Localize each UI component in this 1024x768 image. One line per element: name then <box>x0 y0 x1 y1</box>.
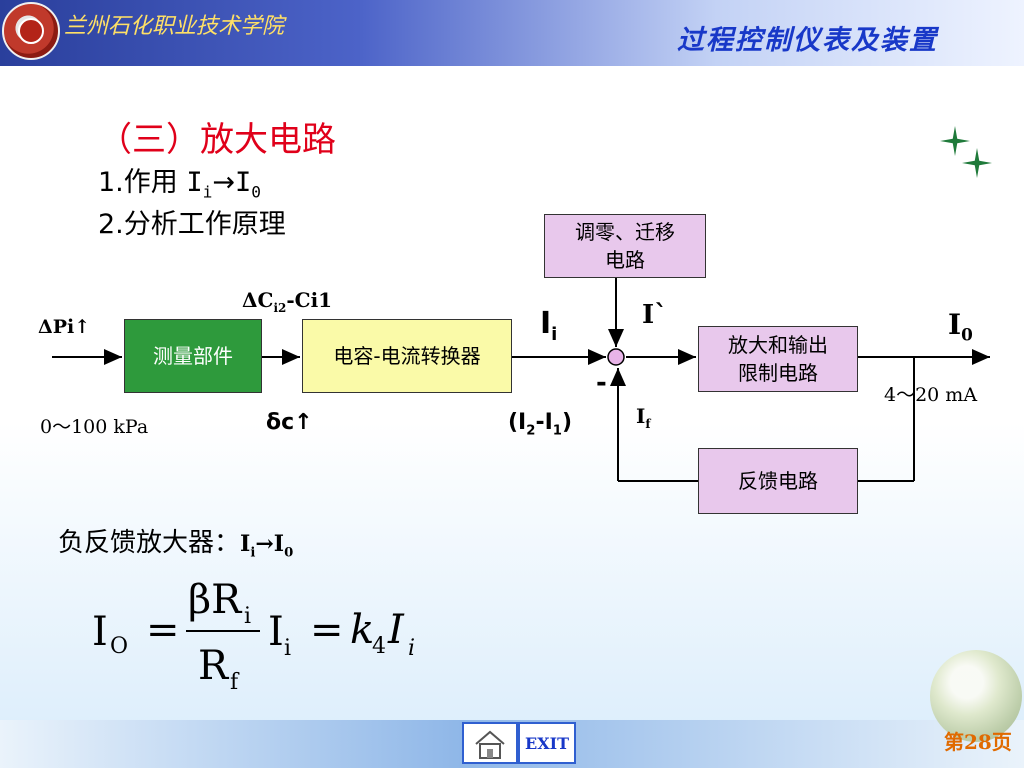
formula-den-sub: f <box>230 670 240 695</box>
gain-formula: I O = βR i R f I i = k 4 I i <box>92 577 415 695</box>
formula-mid: I <box>268 609 284 655</box>
ii-label: Ii <box>540 306 557 345</box>
sparkle-icon <box>940 126 992 178</box>
formula-lhs: I <box>92 609 108 655</box>
header-bar <box>0 0 1024 66</box>
dc-sub: i2 <box>273 301 287 315</box>
formula-num-sub: i <box>244 604 251 629</box>
arrow-icon: → <box>212 167 235 198</box>
page-indicator: 第28页 <box>944 726 1012 755</box>
summing-junction <box>607 348 625 366</box>
page-pre: 第 <box>944 730 964 754</box>
feedback-box: 反馈电路 <box>698 448 858 514</box>
formula-num: βR <box>188 577 243 623</box>
measure-label: 测量部件 <box>153 344 233 368</box>
section-title: （三）放大电路 <box>98 120 336 160</box>
neg-b-sub: 0 <box>284 545 294 561</box>
current-i0: I0 <box>234 167 261 202</box>
ii-letter: I <box>186 167 203 198</box>
home-button[interactable] <box>462 722 518 764</box>
i-prime-label: I` <box>642 300 668 330</box>
i0-diag-sub: 0 <box>961 324 973 345</box>
ii-diag-letter: I <box>540 306 552 341</box>
analysis-line: 2.分析工作原理 <box>98 209 286 240</box>
if-letter: I <box>636 404 646 428</box>
formula-den: R <box>198 643 230 689</box>
amplifier-box: 放大和输出限制电路 <box>698 326 858 392</box>
globe-icon <box>930 650 1022 742</box>
function-label: 1.作用 <box>98 167 187 198</box>
i0-label: I0 <box>948 308 973 345</box>
i2i1-sub1: 1 <box>552 423 562 439</box>
dc-post: -Ci1 <box>286 288 333 312</box>
home-icon <box>475 730 505 759</box>
minus-sign: - <box>596 368 607 398</box>
measure-box: 测量部件 <box>124 319 262 393</box>
formula-eq2: = <box>310 607 344 653</box>
school-logo <box>2 2 60 60</box>
i2i1-sub2: 2 <box>526 423 536 439</box>
negative-feedback-line: 负反馈放大器：Ii→I0 <box>58 522 293 560</box>
formula-eq: = <box>146 607 180 653</box>
amplifier-label-1: 放大和输出 <box>728 333 828 357</box>
neg-a-sub: i <box>250 545 256 561</box>
zero-adjust-label-1: 调零、迁移 <box>575 220 675 244</box>
course-title: 过程控制仪表及装置 <box>677 25 938 56</box>
ii-sub: i <box>202 182 213 202</box>
converter-label: 电容-电流转换器 <box>333 344 481 368</box>
zero-adjust-label-2: 电路 <box>605 248 645 272</box>
ii-diag-sub: i <box>551 324 558 345</box>
i2-i1-label: (I2-I1) <box>508 410 572 438</box>
zero-adjust-box: 调零、迁移电路 <box>544 214 706 278</box>
input-range-label: 0～100 kPa <box>40 416 149 438</box>
neg-text: 负反馈放大器： <box>58 528 241 558</box>
page-number: 28 <box>964 730 992 754</box>
formula-mid-sub: i <box>284 636 291 661</box>
i2i1-close: ) <box>561 410 573 435</box>
neg-b: I <box>273 531 285 557</box>
amplifier-label-2: 限制电路 <box>738 361 818 385</box>
dc-pre: ΔC <box>242 288 274 312</box>
delta-c-label: ΔCi2-Ci1 <box>242 288 332 315</box>
output-range-label: 4～20 mA <box>884 384 978 406</box>
if-sub: f <box>645 417 651 431</box>
neg-relation: Ii→I0 <box>240 531 294 561</box>
converter-box: 电容-电流转换器 <box>302 319 512 393</box>
formula-k-sub: 4 <box>372 634 386 659</box>
i0-diag-letter: I <box>948 308 962 341</box>
logo-center <box>18 18 44 44</box>
i2i1-open: (I <box>508 410 527 435</box>
formula-rhs-sub: i <box>408 636 415 661</box>
formula-lhs-sub: O <box>110 634 128 659</box>
neg-arrow: → <box>255 531 274 557</box>
function-line: 1.作用 Ii→I0 <box>98 160 261 201</box>
i2i1-mid: -I <box>535 410 553 435</box>
school-name: 兰州石化职业技术学院 <box>64 14 285 39</box>
small-delta-c-label: δc↑ <box>266 410 313 435</box>
page-post: 页 <box>991 730 1012 754</box>
if-label: If <box>636 404 651 431</box>
exit-button[interactable]: EXIT <box>518 722 576 764</box>
formula-rhs: I <box>387 607 405 653</box>
feedback-label: 反馈电路 <box>738 469 818 493</box>
dpi-label: ΔPi↑ <box>38 316 91 338</box>
neg-a: I <box>240 531 251 557</box>
current-ii: Ii <box>186 167 213 202</box>
i0-sub: 0 <box>251 182 261 202</box>
i0-letter: I <box>234 167 252 198</box>
formula-k: k <box>350 607 374 653</box>
